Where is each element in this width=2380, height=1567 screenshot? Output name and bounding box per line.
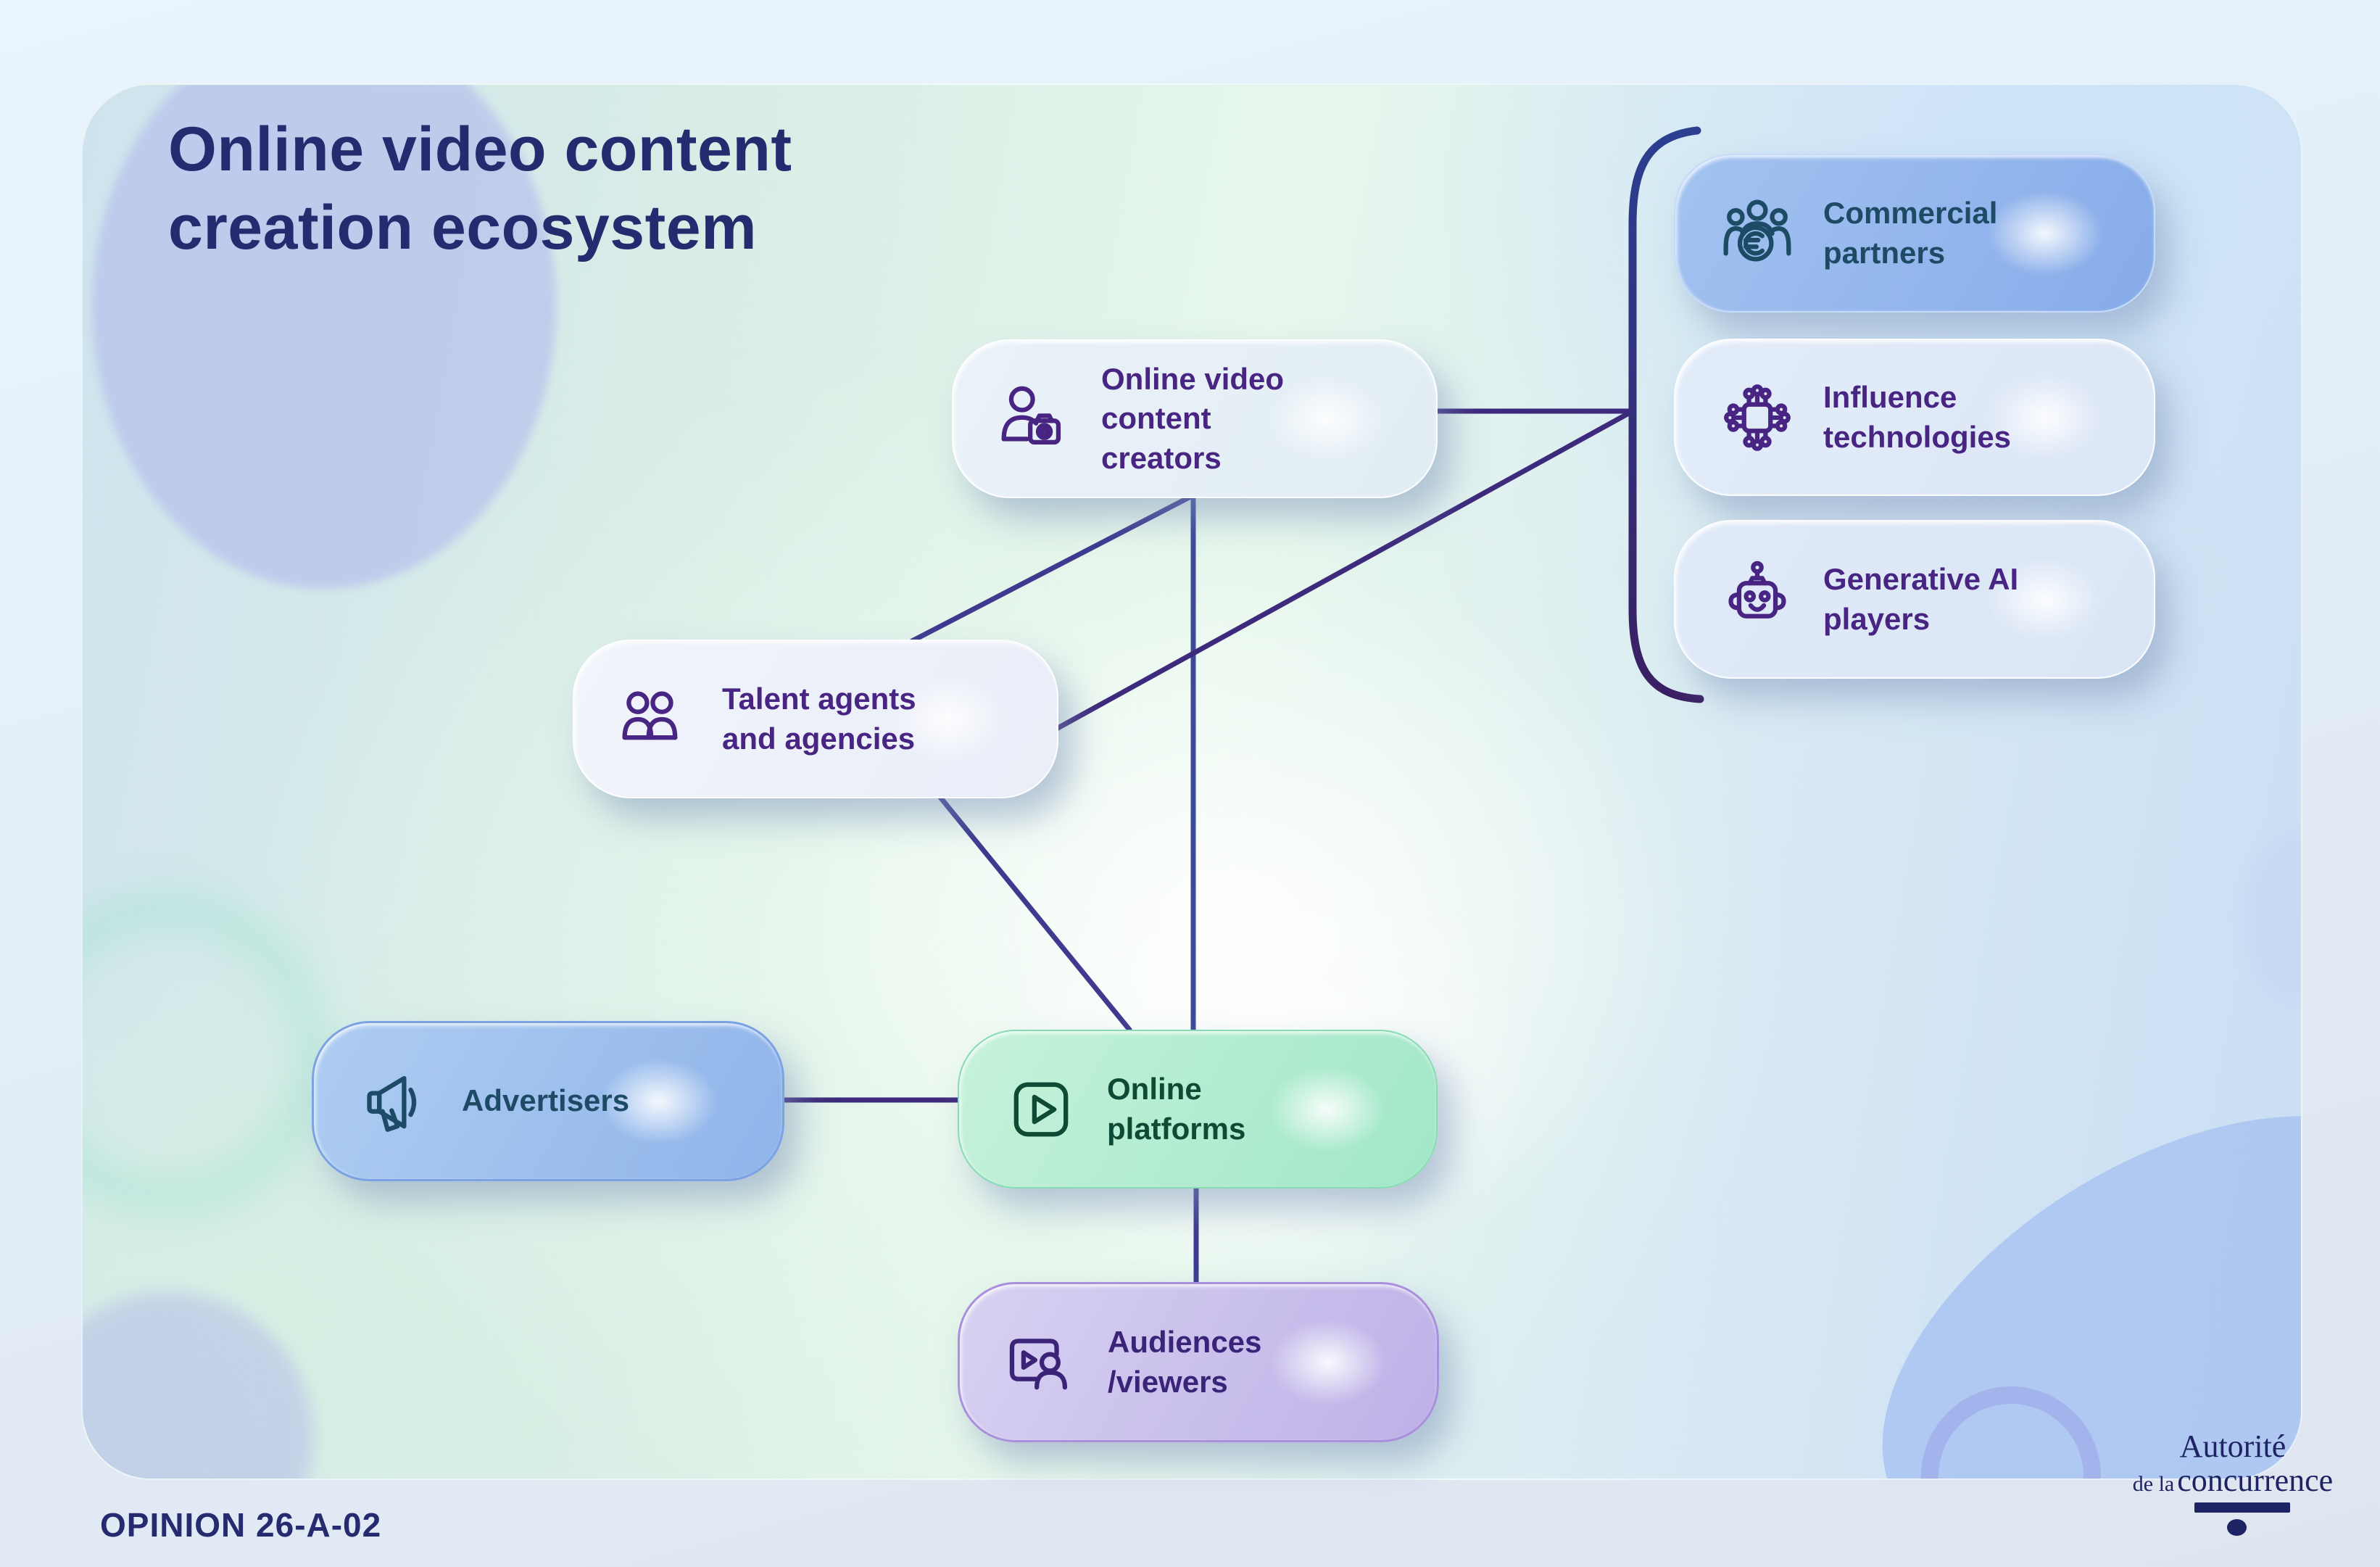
node-label: Talent agents and agencies (722, 681, 916, 756)
node-advertisers: Advertisers (312, 1021, 784, 1181)
page-title: Online video content creation ecosystem (168, 110, 792, 268)
logo-line1: Autorité (2179, 1429, 2286, 1464)
line-talent-bracket (1050, 408, 1635, 734)
logo-line2-big: concurrence (2177, 1463, 2334, 1499)
node-label: Online platforms (1107, 1071, 1246, 1146)
autorite-concurrence-logo: Autorité de la concurrence (2113, 1429, 2352, 1536)
page-title-line1: Online video content (168, 115, 792, 184)
chip-icon (1716, 376, 1799, 459)
megaphone-icon (354, 1060, 437, 1143)
logo-line2: de la concurrence (2133, 1463, 2333, 1498)
logo-bar (2194, 1502, 2290, 1513)
play-button-icon (1000, 1068, 1082, 1151)
node-label: Commercial partners (1823, 195, 1998, 270)
line-talent-platforms (936, 793, 1132, 1033)
node-influence-technologies: Influence technologies (1674, 339, 2155, 496)
node-talent-agents-and-agencies: Talent agents and agencies (573, 640, 1058, 798)
two-people-icon (615, 678, 697, 761)
node-label: Audiences /viewers (1108, 1324, 1262, 1399)
node-audiences-viewers: Audiences /viewers (958, 1282, 1439, 1442)
line-creators-talent (909, 492, 1196, 644)
node-label: Influence technologies (1823, 379, 2012, 454)
partners-euro-icon (1716, 192, 1799, 275)
logo-line2-small: de la (2132, 1472, 2175, 1497)
page-title-line2: creation ecosystem (168, 193, 758, 263)
screen-viewer-icon (1000, 1321, 1083, 1404)
node-label: Advertisers (462, 1083, 630, 1118)
right-group-bracket (1628, 126, 1704, 703)
node-online-platforms: Online platforms (958, 1030, 1438, 1188)
node-label: Generative AI players (1823, 561, 2019, 636)
opinion-reference: OPINION 26-A-02 (100, 1506, 382, 1544)
node-label: Online video content creators (1101, 361, 1285, 475)
node-online-video-content-creators: Online video content creators (952, 339, 1438, 498)
robot-icon (1716, 558, 1799, 641)
node-generative-ai-players: Generative AI players (1674, 520, 2155, 679)
creator-camera-icon (994, 378, 1077, 460)
node-commercial-partners: Commercial partners (1674, 154, 2155, 313)
logo-dot (2226, 1518, 2247, 1536)
